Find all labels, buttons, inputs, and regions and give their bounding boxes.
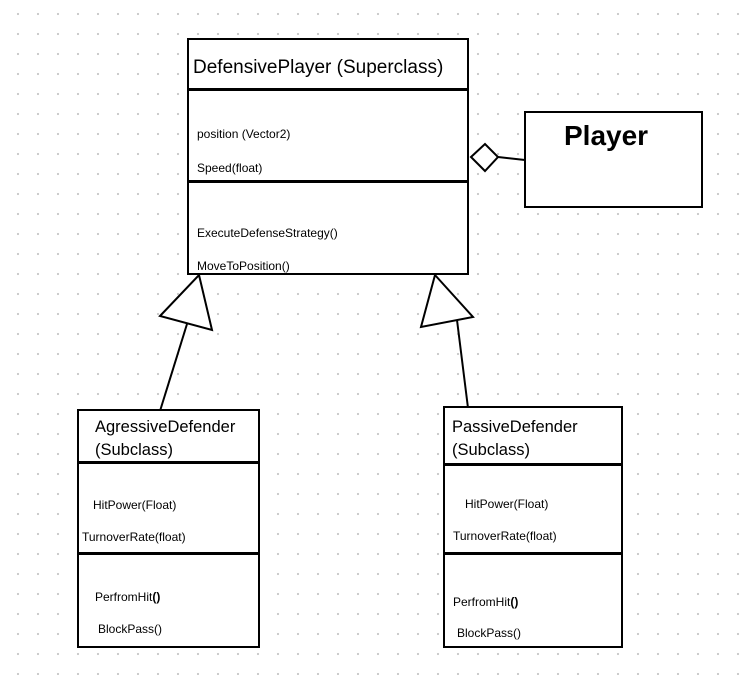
- class-defensive-player[interactable]: DefensivePlayer (Superclass) position (V…: [187, 38, 469, 275]
- class-title: DefensivePlayer (Superclass): [193, 57, 444, 78]
- divider: [445, 463, 621, 466]
- attribute: HitPower(Float): [93, 498, 177, 512]
- class-title: Player: [564, 120, 649, 151]
- divider: [79, 461, 258, 464]
- method: MoveToPosition(): [197, 259, 290, 273]
- method: PerfromHit(): [95, 590, 160, 604]
- method-parens: (): [152, 590, 161, 604]
- class-title-line2: (Subclass): [95, 441, 173, 459]
- method: ExecuteDefenseStrategy(): [197, 226, 338, 240]
- attribute: TurnoverRate(float): [82, 530, 186, 544]
- divider: [189, 180, 467, 183]
- method-name: PerfromHit: [453, 595, 511, 609]
- class-passive-defender[interactable]: PassiveDefender (Subclass) HitPower(Floa…: [443, 406, 623, 648]
- class-aggressive-defender[interactable]: AgressiveDefender (Subclass) HitPower(Fl…: [77, 409, 260, 648]
- generalization-arrowhead-passive: [419, 272, 475, 329]
- generalization-line-passive: [456, 319, 469, 409]
- method-parens: (): [510, 595, 519, 609]
- method-name: PerfromHit: [95, 590, 153, 604]
- generalization-line-aggressive: [159, 323, 188, 412]
- class-title-line1: AgressiveDefender: [95, 418, 236, 436]
- divider: [79, 552, 258, 555]
- divider: [189, 88, 467, 91]
- attribute: position (Vector2): [197, 127, 291, 141]
- method: PerfromHit(): [453, 595, 518, 609]
- method: BlockPass(): [98, 622, 163, 636]
- attribute: TurnoverRate(float): [453, 529, 557, 543]
- aggregation-diamond: [469, 142, 500, 173]
- class-title-line1: PassiveDefender: [452, 418, 578, 436]
- class-player[interactable]: Player: [524, 111, 703, 208]
- divider: [445, 552, 621, 555]
- method: BlockPass(): [457, 626, 522, 640]
- generalization-arrowhead-aggressive: [158, 272, 214, 332]
- class-title-line2: (Subclass): [452, 441, 530, 459]
- attribute: HitPower(Float): [465, 497, 549, 511]
- aggregation-line: [497, 156, 526, 161]
- attribute: Speed(float): [197, 161, 263, 175]
